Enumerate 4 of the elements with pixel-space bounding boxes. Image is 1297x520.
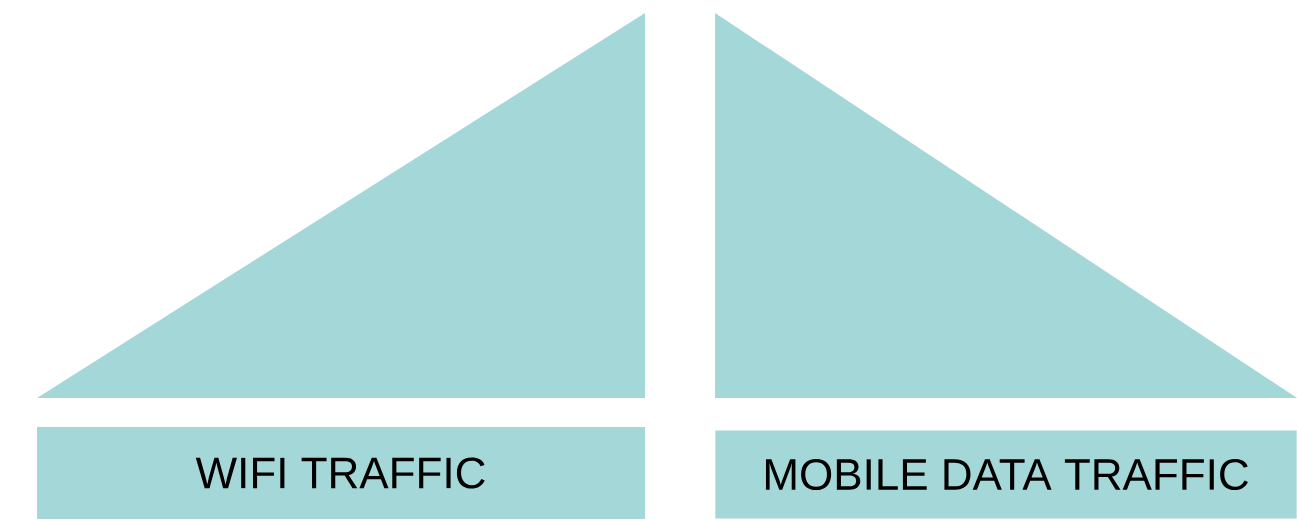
triangle <box>715 13 1297 398</box>
label-box: MOBILE DATA TRAFFIC <box>715 430 1297 519</box>
triangle <box>37 13 645 398</box>
label-box: WIFI TRAFFIC <box>37 427 645 519</box>
